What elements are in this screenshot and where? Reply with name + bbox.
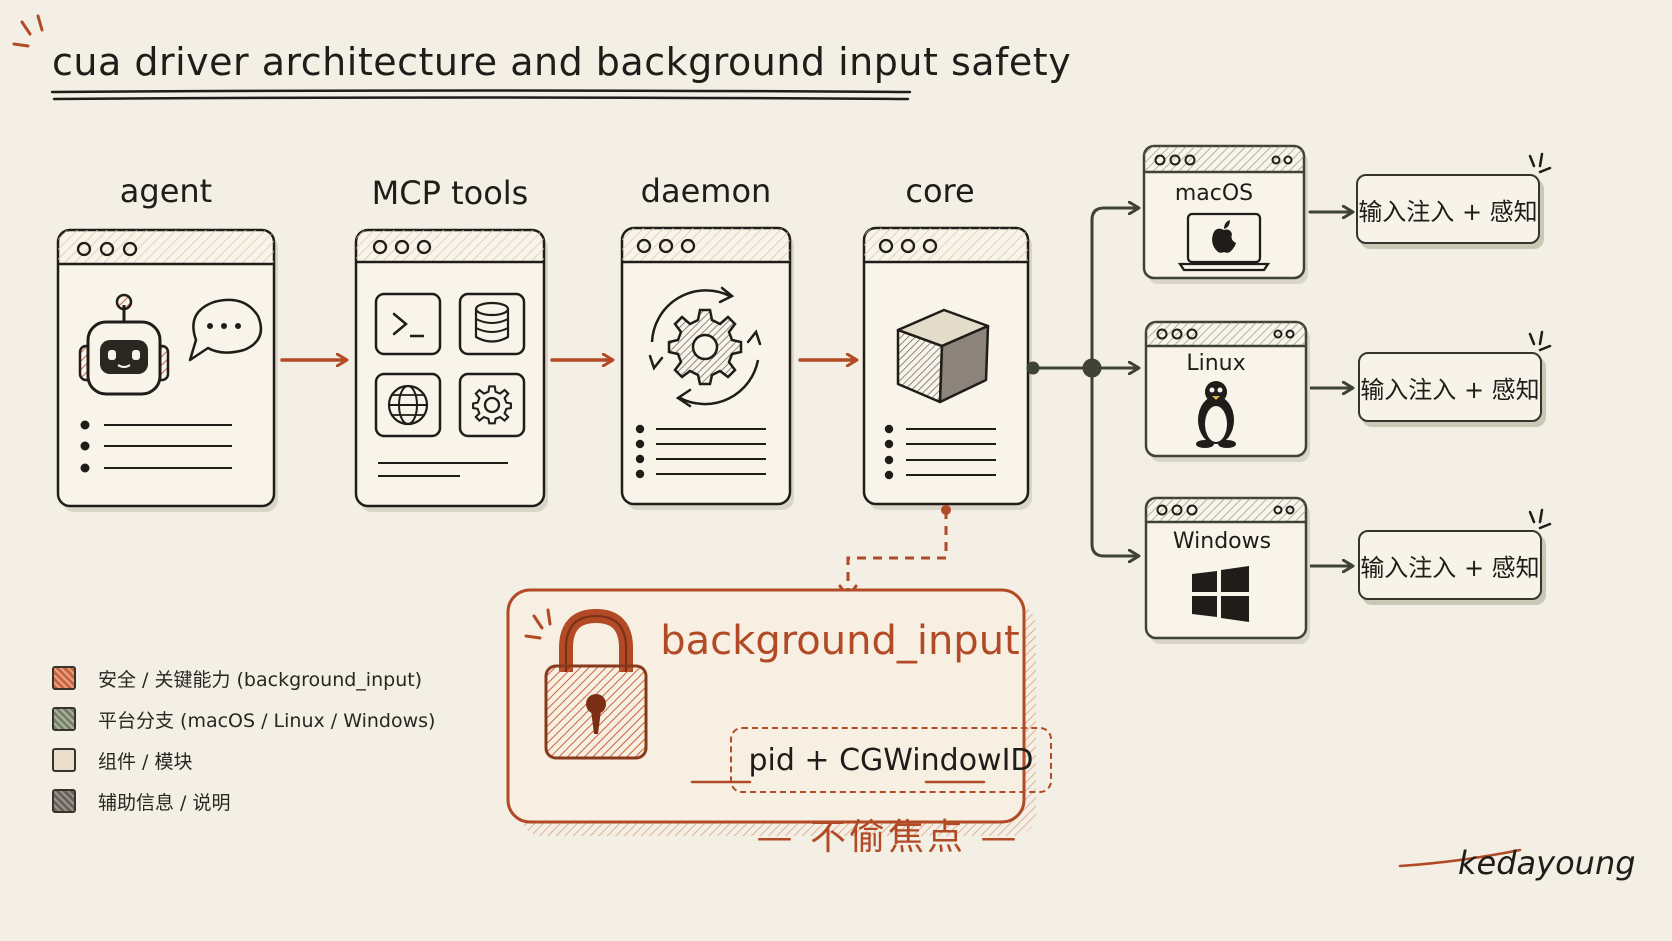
pid-window-id-formula: pid + CGWindowID xyxy=(748,742,1034,778)
platform-branch xyxy=(1026,208,1352,566)
legend-label-auxiliary: 辅助信息 / 说明 xyxy=(98,791,231,814)
platform-label-windows: Windows xyxy=(1172,529,1272,554)
chat-bubble-icon xyxy=(188,298,263,362)
daemon-window xyxy=(620,226,794,510)
output-sparkle-icons xyxy=(1528,152,1552,530)
legend-swatch-platform xyxy=(52,707,76,731)
lock-sparkle-icon xyxy=(524,608,552,640)
legend-label-component: 组件 / 模块 xyxy=(98,750,193,773)
stage-label-mcp-tools: MCP tools xyxy=(371,174,529,212)
output-box-linux: 输入注入 + 感知 xyxy=(1358,352,1542,422)
text-lines xyxy=(80,420,232,473)
legend-label-platform: 平台分支 (macOS / Linux / Windows) xyxy=(98,709,436,732)
cube-icon xyxy=(896,308,990,404)
terminal-icon xyxy=(374,292,442,356)
core-to-background-connector xyxy=(846,510,948,592)
no-focus-steal-caption: — 不偷焦点 — xyxy=(756,817,1020,858)
background-input-title: background_input xyxy=(660,618,1020,664)
agent-window xyxy=(56,228,278,512)
platform-label-macos: macOS xyxy=(1174,181,1254,206)
legend-item-platform: 平台分支 (macOS / Linux / Windows) xyxy=(52,706,435,732)
title-underline xyxy=(50,89,912,101)
pid-window-id-box: pid + CGWindowID xyxy=(730,727,1052,793)
page-title: cua driver architecture and background i… xyxy=(52,40,1072,84)
robot-icon xyxy=(78,293,170,396)
legend-swatch-component xyxy=(52,748,76,772)
laptop-icon xyxy=(1177,212,1271,272)
legend-swatch-safety xyxy=(52,666,76,690)
text-lines xyxy=(884,424,996,480)
output-label-linux: 输入注入 + 感知 xyxy=(1360,375,1540,404)
stage-label-agent: agent xyxy=(119,172,213,210)
platform-label-linux: Linux xyxy=(1186,351,1246,376)
output-label-windows: 输入注入 + 感知 xyxy=(1360,553,1540,582)
lock-icon xyxy=(544,608,648,760)
legend-swatch-auxiliary xyxy=(52,789,76,813)
gear-icon xyxy=(458,372,526,438)
sync-gear-icon xyxy=(648,286,762,408)
core-window xyxy=(862,226,1032,510)
signature-underline xyxy=(1398,848,1522,868)
title-sparkle-icon xyxy=(12,14,44,48)
text-lines xyxy=(378,462,508,477)
platform-window-windows xyxy=(1144,496,1310,644)
stage-label-daemon: daemon xyxy=(640,172,772,210)
text-lines xyxy=(635,424,766,479)
legend-item-safety: 安全 / 关键能力 (background_input) xyxy=(52,665,422,691)
legend-item-component: 组件 / 模块 xyxy=(52,747,192,773)
apple-icon xyxy=(1212,220,1236,253)
mcp-tools-window xyxy=(354,228,548,512)
connector-dot xyxy=(941,505,951,515)
stage-label-core: core xyxy=(905,172,975,210)
author-signature: kedayoung xyxy=(1458,844,1636,882)
windows-icon xyxy=(1192,566,1249,622)
output-label-macos: 输入注入 + 感知 xyxy=(1358,197,1538,226)
output-box-windows: 输入注入 + 感知 xyxy=(1358,530,1542,600)
background-input-panel xyxy=(506,588,1036,836)
platform-window-linux xyxy=(1144,320,1310,462)
penguin-icon xyxy=(1196,381,1236,448)
legend-label-safety: 安全 / 关键能力 (background_input) xyxy=(98,668,423,691)
output-box-macos: 输入注入 + 感知 xyxy=(1356,174,1540,244)
platform-window-macos xyxy=(1142,144,1308,284)
legend-item-auxiliary: 辅助信息 / 说明 xyxy=(52,788,230,814)
